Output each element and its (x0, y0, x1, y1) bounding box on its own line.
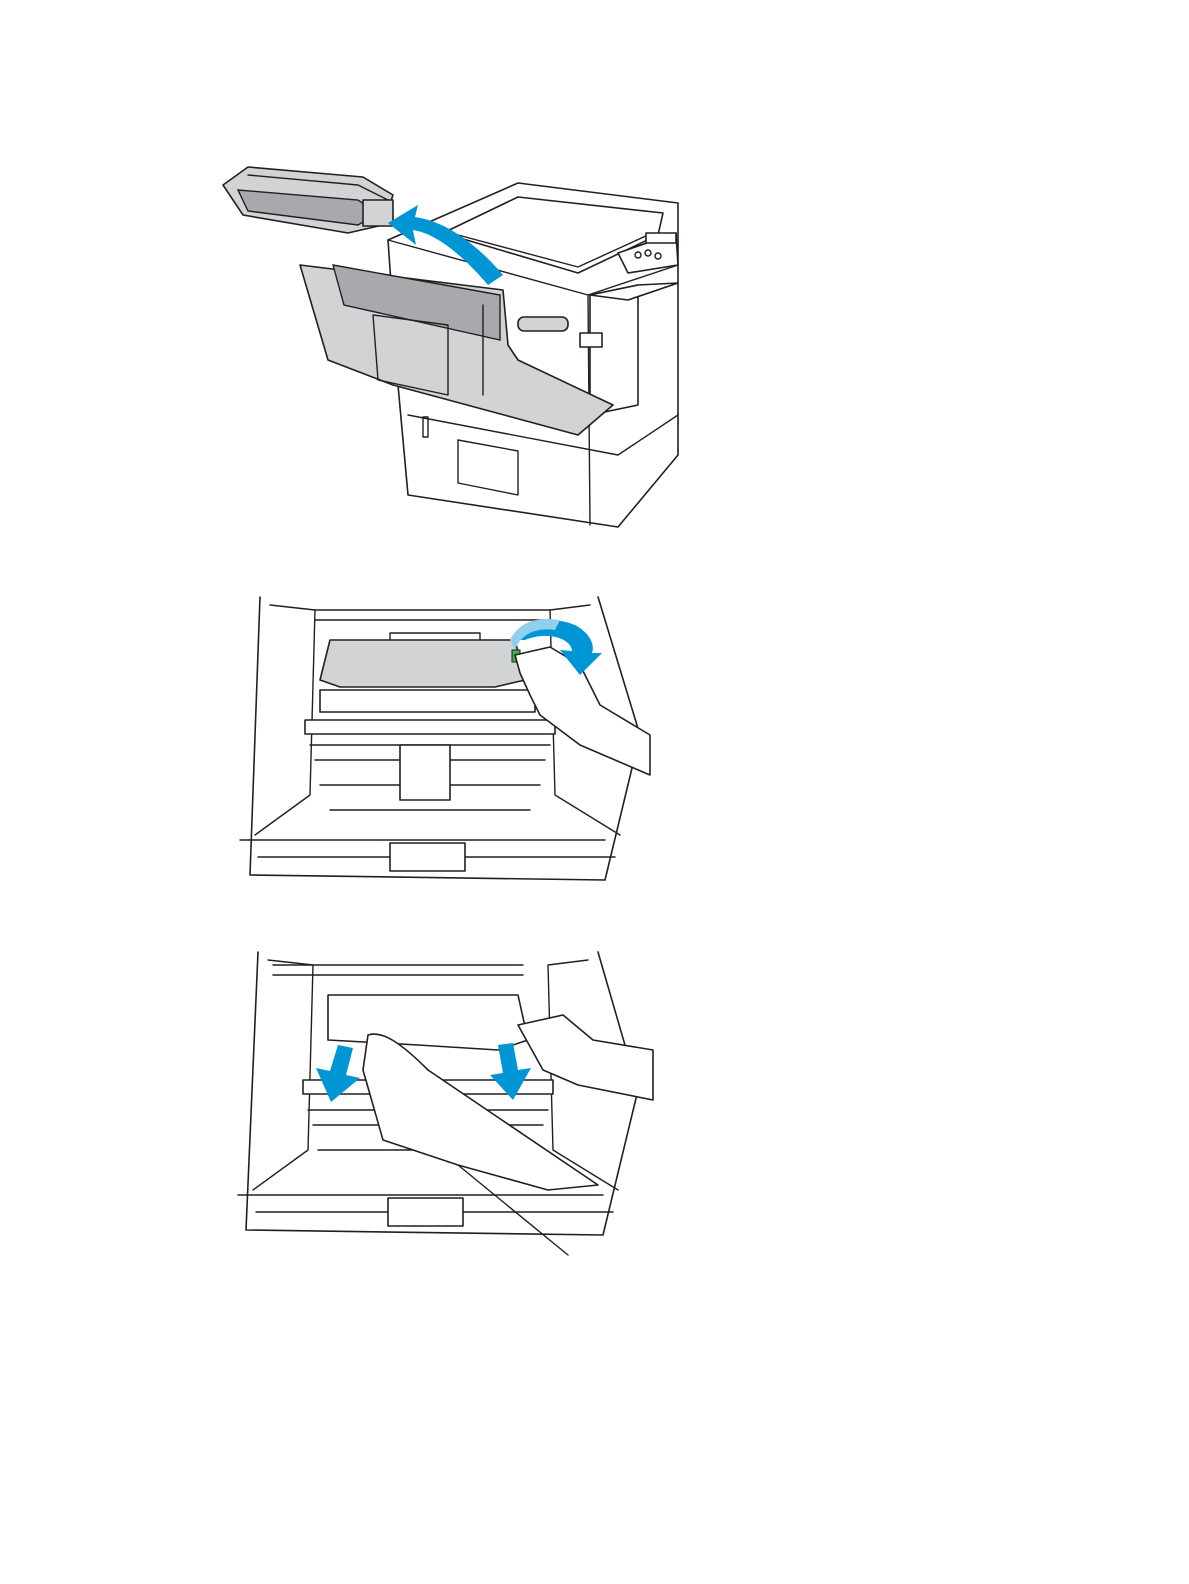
pull-jammed-paper-illustration (218, 950, 658, 1260)
door-latch (580, 333, 602, 347)
roller (518, 317, 568, 331)
jammed-paper (328, 995, 528, 1050)
lift-green-tab-illustration (220, 595, 660, 885)
toner-cartridge (223, 167, 393, 233)
display-screen (646, 233, 676, 243)
cartridge-cover (320, 640, 525, 687)
remove-toner-cartridge-illustration (218, 155, 683, 535)
roller (305, 720, 555, 734)
